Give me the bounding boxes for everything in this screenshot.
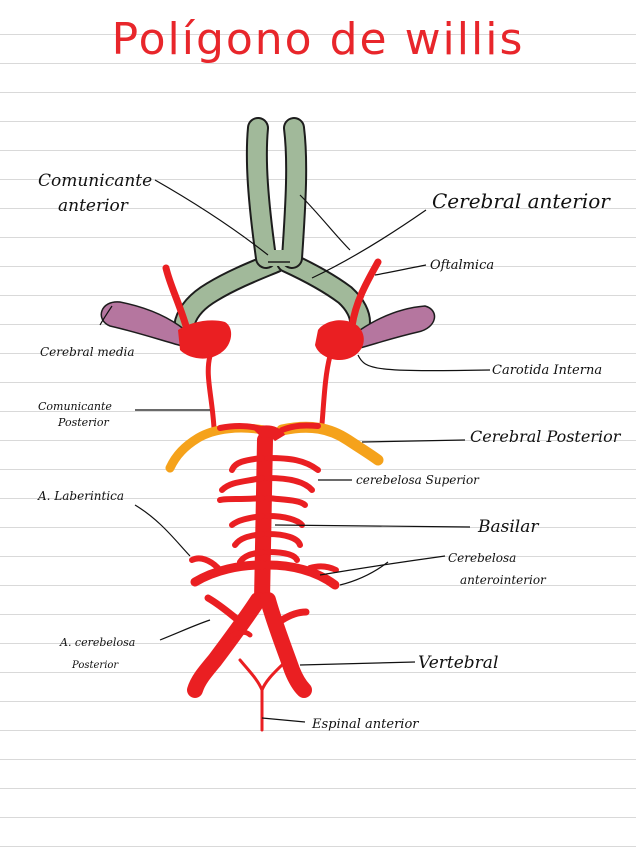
leader-oftalmica <box>374 264 427 276</box>
posterior-communicating-right <box>319 353 333 427</box>
carotid-left-bulb <box>178 320 232 359</box>
leader-espinal-anterior <box>261 717 306 723</box>
pontine-branches <box>217 455 321 565</box>
label-comunicante-anterior-1: Comunicante <box>38 171 152 191</box>
pica-left <box>204 594 242 624</box>
basilar-artery <box>254 432 273 608</box>
vertebral-left <box>187 592 266 698</box>
label-comunicante-posterior-2: Posterior <box>57 416 110 429</box>
leader-lines <box>99 179 491 723</box>
leader-vertebral <box>299 661 416 666</box>
anterior-spinal-artery <box>238 658 285 695</box>
label-cerebelosa-antero-2: anterointerior <box>460 573 547 587</box>
ophthalmic-right <box>348 258 382 330</box>
label-cerebral-media: Cerebral media <box>40 345 135 359</box>
leader-carotida-interna <box>357 354 491 372</box>
label-cerebelosa-superior: cerebelosa Superior <box>356 473 480 487</box>
pica-right <box>278 608 310 624</box>
label-cerebral-anterior: Cerebral anterior <box>432 189 611 213</box>
leader-laberintica <box>134 504 191 557</box>
middle-cerebral-right <box>359 305 436 349</box>
leader-cerebral-media <box>99 305 113 326</box>
posterior-communicating-left <box>205 353 217 431</box>
label-comunicante-anterior-2: anterior <box>58 196 129 216</box>
label-basilar: Basilar <box>477 517 539 537</box>
internal-carotid-arteries <box>162 258 382 361</box>
label-comunicante-posterior-1: Comunicante <box>38 400 112 413</box>
leader-cerebelosa-antero-1 <box>319 555 446 576</box>
label-cerebelosa-posterior-2: Posterior <box>71 660 119 671</box>
leader-basilar <box>274 524 471 528</box>
leader-cerebelosa-antero-2 <box>339 561 389 586</box>
middle-cerebral-arteries <box>100 301 436 349</box>
leader-cerebral-posterior <box>361 439 466 443</box>
basilar-system <box>187 425 340 732</box>
label-oftalmica: Oftalmica <box>430 258 494 273</box>
posterior-communicating-arteries <box>205 353 333 431</box>
leader-cerebral-anterior-left <box>299 194 351 251</box>
label-cerebral-posterior: Cerebral Posterior <box>470 427 622 446</box>
label-cerebelosa-antero-1: Cerebelosa <box>448 551 516 565</box>
carotid-right-bulb <box>315 320 364 361</box>
leader-cerebelosa-posterior <box>159 619 211 641</box>
labels: Comunicante anterior Cerebral anterior O… <box>37 171 622 732</box>
label-carotida-interna: Carotida Interna <box>492 363 602 378</box>
page-title: Polígono de willis <box>111 14 525 65</box>
label-laberintica: A. Laberintica <box>37 489 124 503</box>
leader-cerebral-anterior-right <box>311 209 427 279</box>
label-vertebral: Vertebral <box>418 653 498 673</box>
middle-cerebral-left <box>100 301 186 347</box>
label-espinal-anterior: Espinal anterior <box>311 717 419 732</box>
ophthalmic-left <box>162 264 190 330</box>
posterior-cerebral-right <box>276 421 384 466</box>
leader-comunicante-anterior <box>154 179 269 256</box>
label-cerebelosa-posterior-1: A. cerebelosa <box>59 636 135 649</box>
anterior-cerebral-arteries <box>174 117 371 333</box>
aica-right <box>263 560 340 590</box>
aica-left <box>190 560 267 587</box>
vertebral-right <box>260 592 312 698</box>
